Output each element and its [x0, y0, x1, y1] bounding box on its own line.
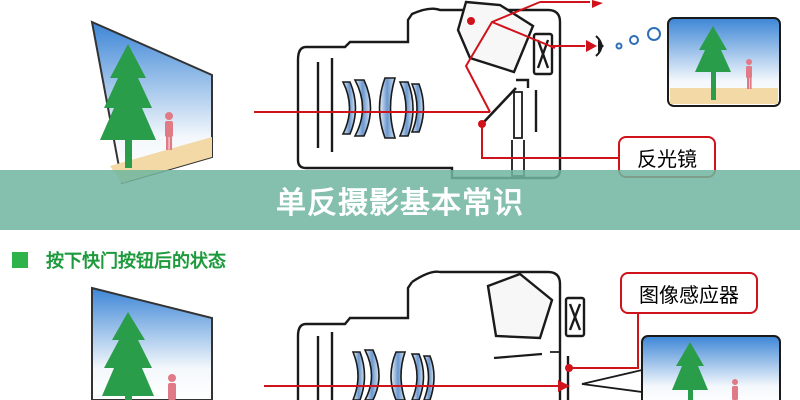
tree-icon: [100, 44, 156, 168]
person-icon: [165, 112, 173, 150]
scene-panel-left-bottom: [91, 286, 213, 400]
camera-body-top: [296, 0, 562, 180]
tree-icon: [695, 26, 731, 100]
section-marker-icon: [12, 252, 28, 268]
section-heading-text: 按下快门按钮后的状态: [46, 251, 226, 272]
scene-panel-left: [90, 20, 213, 185]
light-path-bottom: [264, 310, 639, 387]
image-sensor-label: 图像感应器: [620, 272, 758, 314]
preview-image-bottom: [581, 335, 781, 400]
image-sensor-label-text: 图像感应器: [639, 282, 739, 307]
tree-icon: [672, 342, 708, 400]
mirror-label-text: 反光镜: [637, 146, 697, 171]
title-banner: 单反摄影基本常识: [0, 170, 800, 230]
preview-image-top: [667, 17, 781, 107]
person-icon: [168, 374, 176, 400]
arrow-sensor: [558, 380, 570, 392]
arrow-viewfinder: [586, 40, 597, 52]
person-icon: [746, 59, 752, 89]
mirror-top: [481, 87, 517, 125]
light-path-top: [254, 1, 618, 159]
page-title: 单反摄影基本常识: [276, 186, 524, 221]
person-icon: [732, 379, 738, 400]
sensor-point: [565, 364, 573, 372]
camera-body-bottom: [296, 270, 586, 400]
section-heading: 按下快门按钮后的状态: [12, 248, 226, 272]
mirror-point: [478, 120, 486, 128]
lens-group-top: [341, 77, 425, 139]
arrow-top: [592, 0, 603, 8]
eye-icon: [595, 35, 604, 57]
light-point: [467, 17, 475, 25]
tree-icon: [102, 312, 154, 400]
lens-group-bottom: [351, 349, 435, 400]
thought-bubbles: [615, 27, 661, 50]
